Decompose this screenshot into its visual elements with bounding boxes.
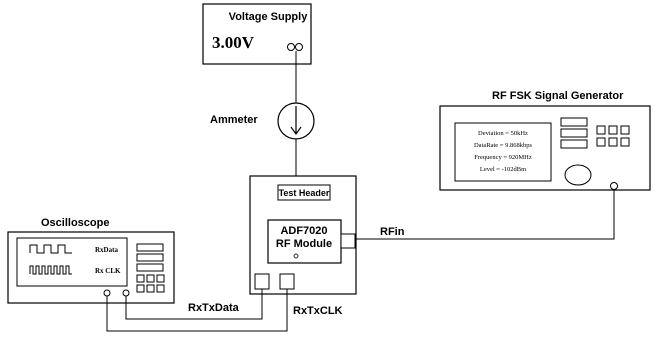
gen-button-3 [560, 139, 588, 149]
gen-rf-output-connector [610, 182, 618, 190]
rxtxdata-cable [125, 289, 263, 320]
test-header: Test Header ADF7020 RF Module [249, 175, 357, 295]
voltage-supply: Voltage Supply 3.00V [202, 3, 312, 65]
gen-knob-icon [564, 164, 592, 186]
test-header-title: Test Header [279, 188, 330, 198]
scope-button-1 [136, 243, 164, 252]
signal-generator-title: RF FSK Signal Generator [492, 90, 624, 102]
scope-probe-1-connector [103, 289, 111, 297]
rfin-label: RFin [380, 226, 405, 238]
scope-probe-2-connector [122, 289, 130, 297]
module-indicator-icon [293, 253, 299, 259]
gen-button-1 [560, 117, 588, 127]
rf-module-name: ADF7020 [280, 225, 327, 237]
supply-terminals-icon [287, 43, 303, 51]
level-text: Level = -102dBm [480, 166, 526, 173]
rxclk-trace-label: Rx CLK [95, 267, 121, 275]
rf-module-label: RF Module [276, 238, 332, 250]
rf-signal-generator: RF FSK Signal Generator Deviation = 50kH… [439, 90, 651, 191]
deviation-text: Deviation = 50kHz [478, 130, 528, 137]
rxtxdata-label: RxTxData [188, 302, 240, 314]
rxdata-waveform-icon [29, 244, 72, 254]
ammeter: Ammeter [210, 102, 315, 140]
gen-button-2 [560, 128, 588, 138]
oscilloscope-screen [16, 237, 128, 287]
rf-cable [355, 189, 615, 240]
rxtxclk-cable [106, 289, 288, 332]
scope-button-2 [136, 253, 164, 262]
frequency-text: Frequency = 920MHz [474, 154, 532, 161]
rxdata-trace-label: RxData [95, 246, 118, 254]
rxclk-waveform-icon [29, 265, 72, 275]
rf-module [267, 219, 342, 264]
signal-generator-display [454, 122, 552, 182]
oscilloscope: Oscilloscope RxData Rx CLK [7, 217, 175, 304]
voltage-supply-title: Voltage Supply [229, 11, 309, 23]
datarate-text: DataRate = 9.868kbps [474, 142, 532, 149]
ammeter-label: Ammeter [210, 114, 258, 126]
rxtxclk-label: RxTxCLK [293, 305, 343, 317]
scope-button-3 [136, 263, 164, 272]
rxtxclk-connector [279, 273, 295, 290]
voltage-reading: 3.00V [212, 33, 255, 52]
gen-keypad-icon [596, 125, 630, 147]
scope-keypad-icon [136, 274, 165, 293]
oscilloscope-title: Oscilloscope [41, 217, 109, 229]
rf-connector [340, 233, 356, 249]
rxtxdata-connector [254, 273, 270, 290]
